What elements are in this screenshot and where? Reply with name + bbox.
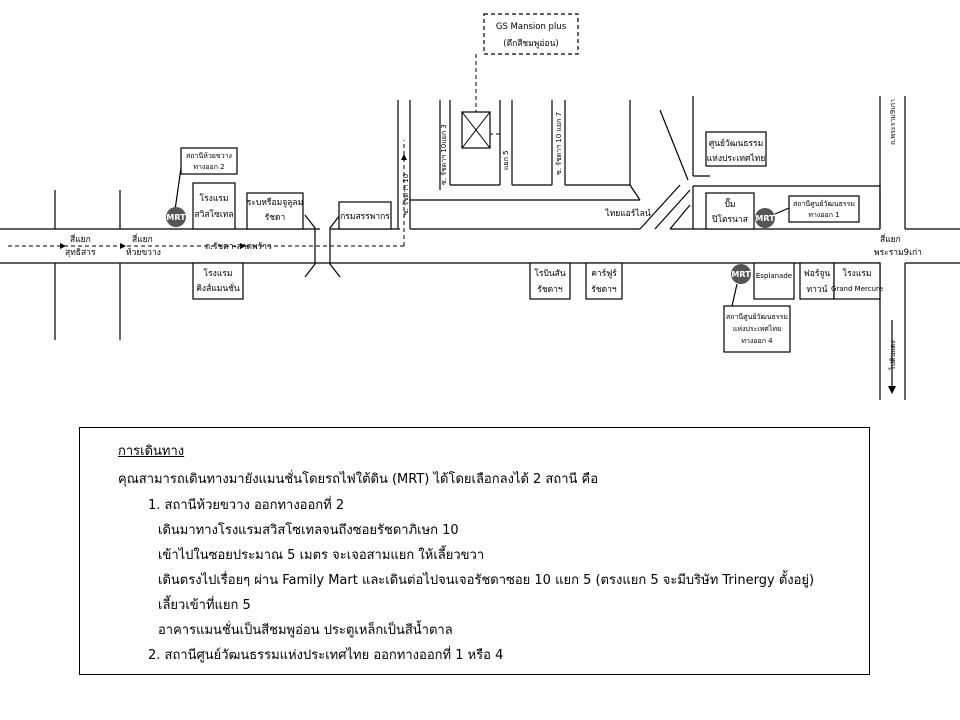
ratchada-hall-label: ระบหรือมจูลูลม: [247, 197, 303, 208]
cultural-center-label: ศูนย์วัฒนธรรม: [709, 138, 763, 149]
cultural-center-box: [705, 131, 767, 167]
directions-step-1-line: เดินมาทางโรงแรมสวิสโซเทลจนถึงซอยรัชดาภิเ…: [158, 523, 459, 538]
swissotel-box: [192, 182, 236, 230]
yaek5-label: แยก 5: [502, 150, 510, 170]
phraram9-label: พระราม9เก่า: [874, 248, 922, 258]
destination-name: GS Mansion plus: [496, 22, 567, 32]
esplanade-box: [753, 262, 795, 300]
directions-title: การเดินทาง: [118, 444, 185, 459]
robinson-box: [529, 262, 571, 300]
directions-step-1-line: เข้าไปในซอยประมาณ 5 เมตร จะเจอสามแยก ให้…: [158, 548, 485, 563]
mrt-label: MRT: [731, 270, 751, 279]
diagonal-road: [639, 184, 681, 230]
carrefour-label: คาร์ฟูร์: [591, 268, 617, 279]
ratchada-hall-box: [246, 192, 304, 230]
swissotel-label: โรงแรม: [200, 193, 229, 204]
culture-station-exit1-label: สถานีศูนย์วัฒนธรรม: [793, 200, 855, 208]
fortune-town-box: [799, 262, 835, 300]
directions-step-1-line: อาคารแมนชั่นเป็นสีชมพูอ่อน ประตูเหล็กเป็…: [158, 623, 453, 638]
swissotel-label: สวิสโซเทล: [194, 209, 233, 220]
culture-station-exit4-box: [723, 305, 791, 353]
carrefour-label: รัชดาฯ: [591, 285, 617, 295]
grand-mercure-label: Grand Mercure: [831, 285, 883, 293]
petronas-box: [705, 192, 755, 230]
culture-station-exit4-label: แห่งประเทศไทย: [733, 324, 781, 333]
robinson-label: โรบินสัน: [534, 268, 566, 279]
revenue-dept-box: [338, 201, 392, 230]
kings-mansion-box: [192, 262, 244, 300]
directions-step-1: 1. สถานีห้วยขวาง ออกทางออกที่ 2: [148, 498, 345, 513]
ratchada-hall-label: รัชดา: [265, 213, 286, 223]
diagonal-road: [654, 189, 691, 230]
route-arrow: [120, 243, 126, 249]
petronas-label: ปั๊ม: [725, 197, 736, 210]
culture-station-exit1-label: ทางออก 1: [808, 211, 839, 219]
directions-intro: คุณสามารถเดินทางมายังแมนชั่นโดยรถไฟใต้ดิ…: [118, 472, 599, 487]
huaikhwang-label: ห้วยขวาง: [126, 247, 161, 258]
petronas-label: ปิโตรนาส: [712, 214, 749, 225]
robinson-label: รัชดาฯ: [537, 285, 563, 295]
carrefour-box: [585, 262, 623, 300]
directions-step-1-line: เดินตรงไปเรื่อยๆ ผ่าน Family Mart และเดิ…: [158, 573, 815, 588]
route-arrow: [240, 243, 246, 249]
cultural-center-label: แห่งประเทศไทย: [707, 153, 766, 164]
mrt-label: MRT: [755, 214, 775, 223]
huaikhwang-label: สี่แยก: [132, 233, 153, 245]
expressway: [329, 214, 341, 278]
destination-label-box: [483, 13, 579, 55]
culture-station-exit4-label: ทางออก 4: [741, 337, 773, 345]
mrt-marker-huaikhwang: MRT: [166, 207, 186, 227]
fortune-town-label: ทาวน์: [807, 284, 828, 295]
destination-subname: (ตึกสีชมพูอ่อน): [503, 38, 558, 49]
station-leader: [731, 283, 738, 307]
huaikhwang-station-box: [180, 147, 238, 175]
culture-station-exit4-label: สถานีศูนย์วัฒนธรรม: [726, 313, 788, 321]
huaikhwang-station-label: สถานีห้วยขวาง: [186, 152, 232, 160]
jubilee-label: ไทยแอร์ไลน์: [604, 208, 650, 219]
soi7-label: ซ. รัชดาฯ 10 แยก 7: [555, 112, 563, 175]
mrt-marker-culture-exit4: MRT: [731, 264, 751, 284]
esplanade-label: Esplanade: [756, 272, 792, 280]
kings-mansion-label: โรงแรม: [204, 268, 233, 279]
diagonal-road: [669, 204, 691, 230]
kings-mansion-label: คิงส์แมนชั่น: [196, 282, 240, 294]
soi3-label: ซ. รัชดาฯ 10แยก 3: [440, 124, 448, 185]
phraram9-road-label: ถ.พระราม9เก่า: [889, 99, 897, 145]
suthisan-label: สี่แยก: [70, 233, 91, 245]
directions-step-2: 2. สถานีศูนย์วัฒนธรรมแห่งประเทศไทย ออกทา…: [148, 648, 504, 663]
phraram9-label: สี่แยก: [880, 233, 901, 245]
mrt-marker-culture-exit1: MRT: [755, 208, 775, 228]
station-leader: [774, 207, 790, 215]
mrt-label: MRT: [166, 213, 186, 222]
soi10-label: ซ. รัชดาฯ 10: [402, 174, 410, 215]
grand-mercure-box: [833, 262, 881, 300]
expressway: [304, 214, 316, 278]
ratchada-road-label: ถ.รัชดา-ลาดพร้าว: [205, 241, 272, 252]
culture-station-exit1-box: [788, 195, 860, 223]
grand-mercure-label: โรงแรม: [843, 268, 872, 279]
diagonal-road: [659, 109, 689, 181]
route-map: GS Mansion plus (ตึกสีชมพูอ่อน) สี่แยก ส…: [0, 13, 960, 400]
suthisan-label: สุทธิสาร: [65, 248, 96, 258]
huaikhwang-station-exit: ทางออก 2: [193, 163, 224, 171]
din-daeng-label: ไปดินแดง: [888, 340, 897, 371]
station-leader: [174, 167, 182, 211]
revenue-dept-label: กรมสรรพากร: [340, 212, 390, 222]
directions-panel: การเดินทาง คุณสามารถเดินทางมายังแมนชั่นโ…: [79, 427, 870, 675]
route-arrow: [401, 154, 407, 160]
route-arrow: [60, 243, 66, 249]
soi-boundary: [629, 184, 641, 201]
directions-step-1-line: เลี้ยวเข้าที่แยก 5: [158, 598, 251, 613]
fortune-town-label: ฟอร์จูน: [804, 268, 831, 279]
din-daeng-arrowhead: [888, 386, 896, 394]
